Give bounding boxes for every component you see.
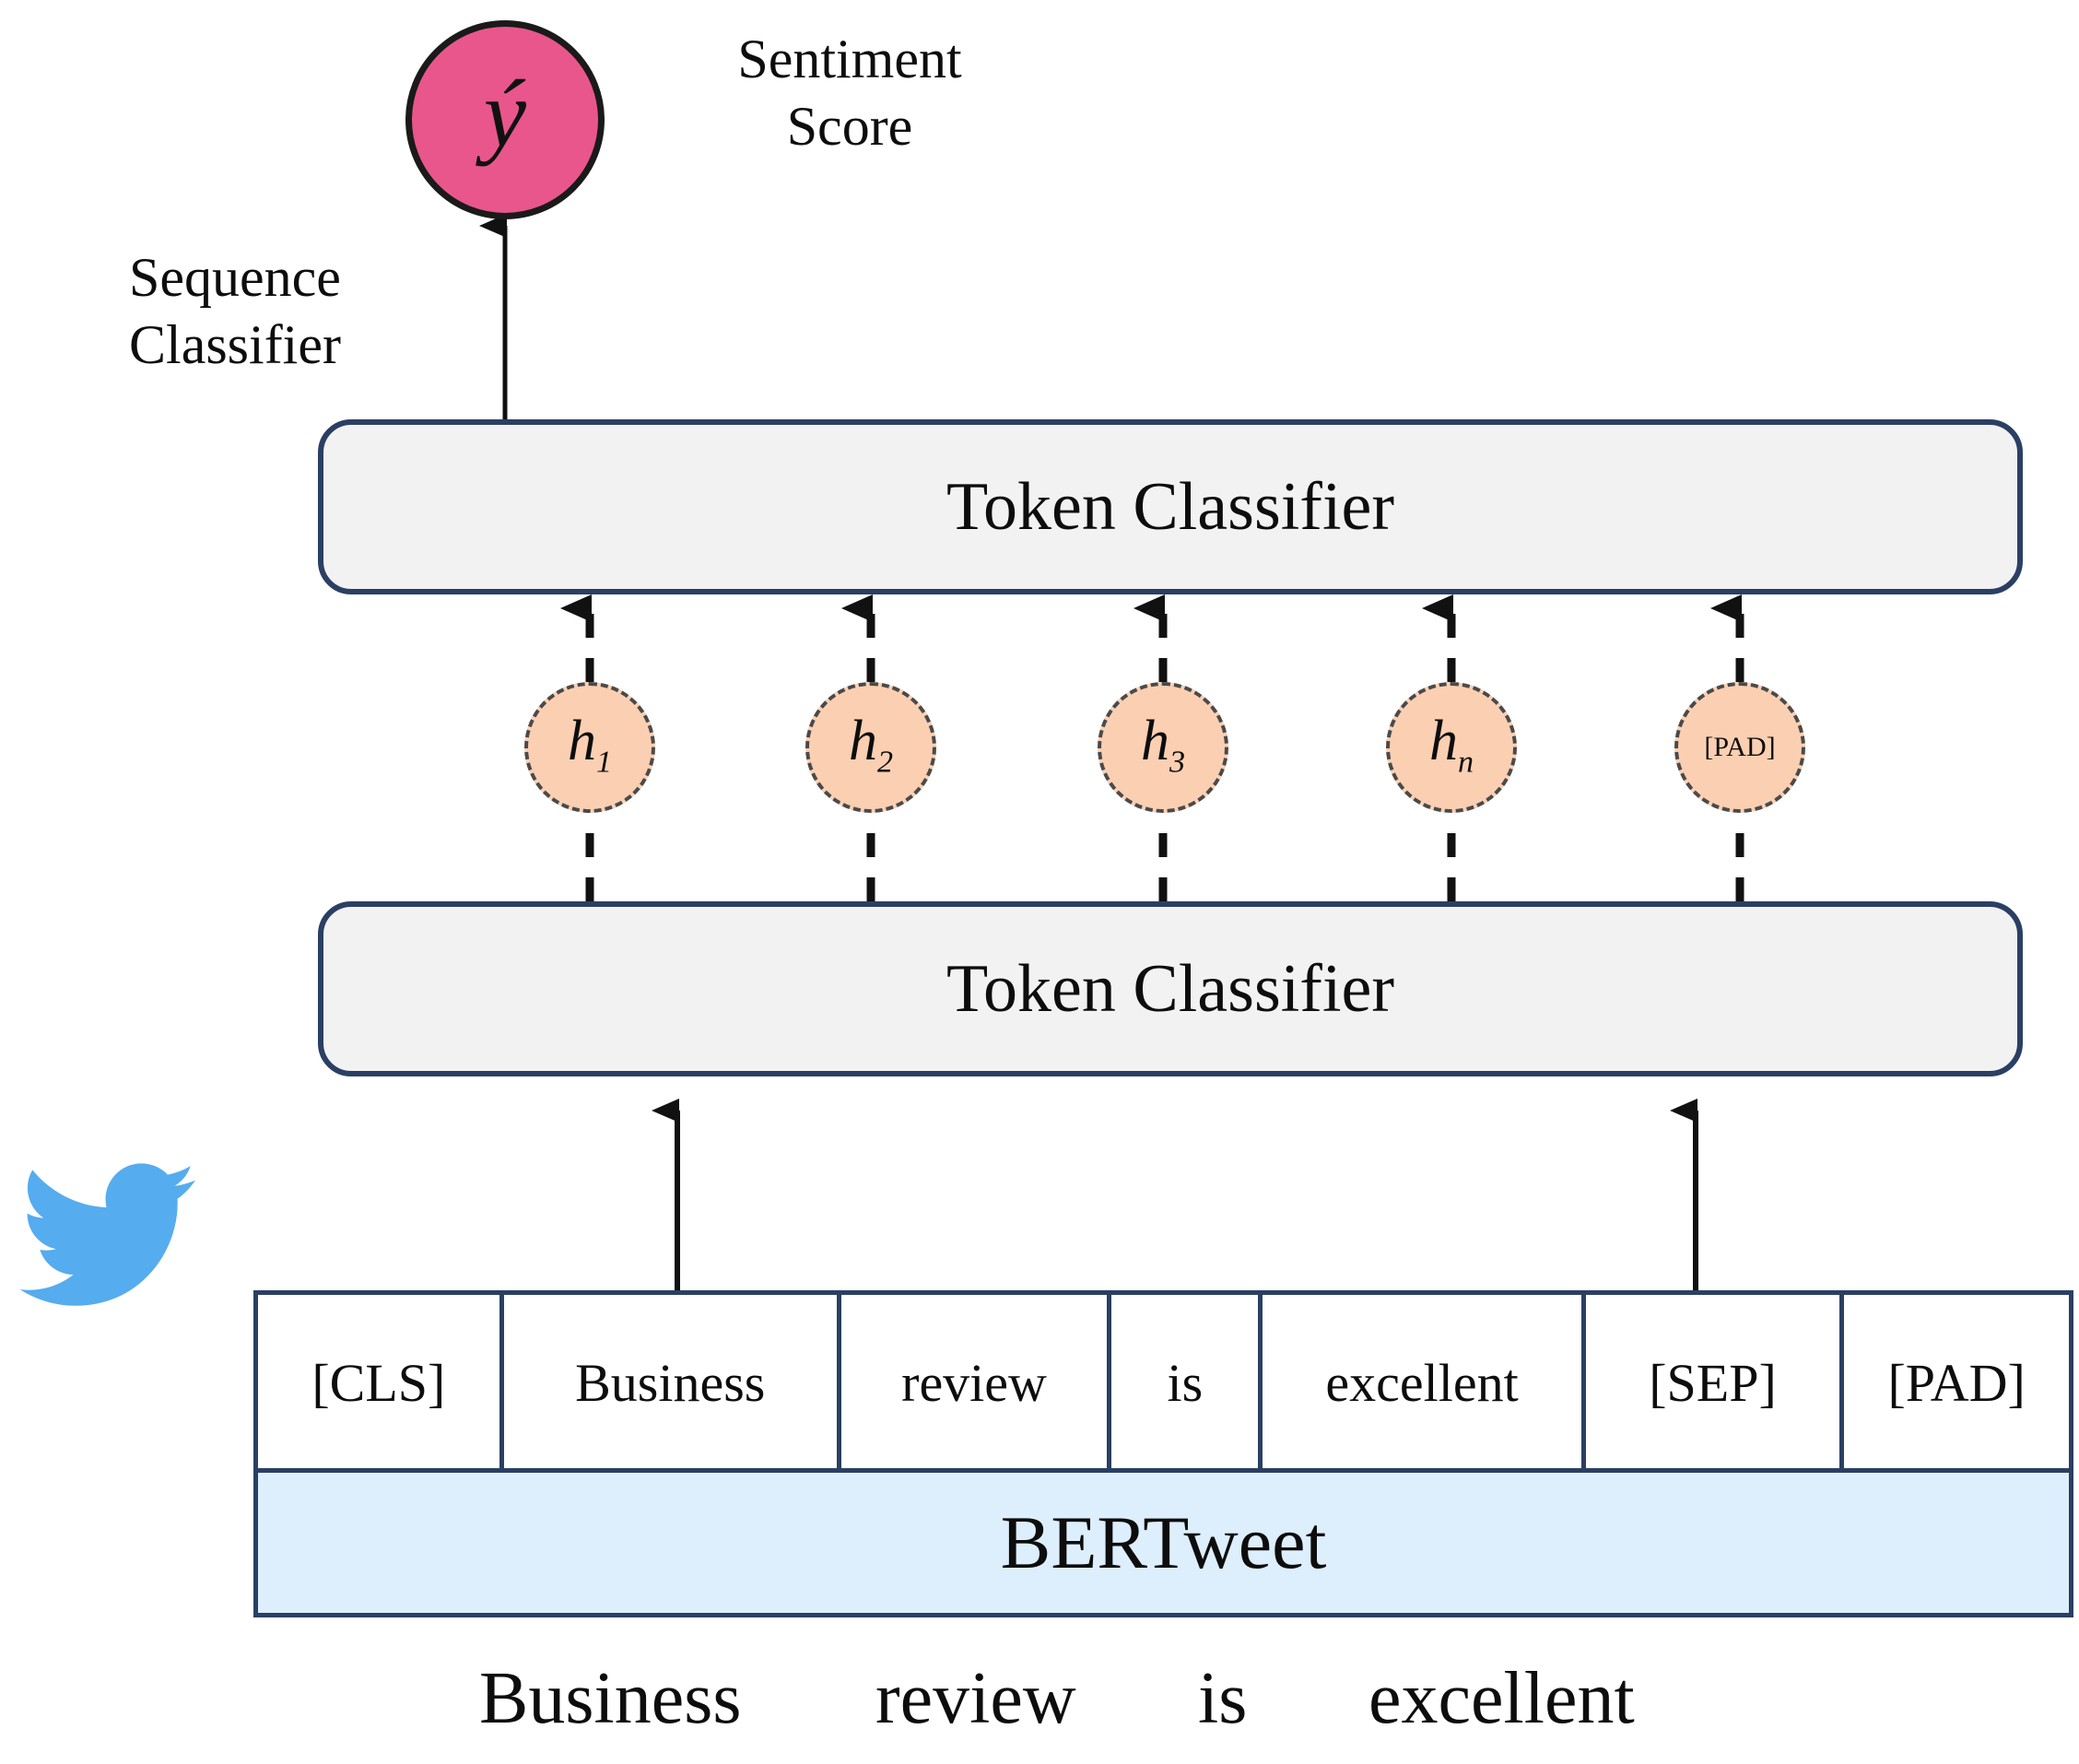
sentence-word-is: is [1198, 1658, 1248, 1739]
bertweet-encoder[interactable]: BERTweet [253, 1468, 2073, 1617]
lower-token-classifier-label: Token Classifier [946, 950, 1394, 1027]
hidden-state-pad-label: [PAD] [1704, 732, 1776, 762]
sentence-word-excellent: excellent [1368, 1658, 1635, 1739]
token-cell-pad[interactable]: [PAD] [1844, 1295, 2069, 1470]
hidden-state-h1[interactable]: h1 [524, 682, 655, 813]
token-cell-sep[interactable]: [SEP] [1585, 1295, 1845, 1470]
upper-token-classifier[interactable]: Token Classifier [318, 419, 2023, 594]
hidden-state-h3-label: h3 [1140, 710, 1186, 780]
hidden-state-h3[interactable]: h3 [1098, 682, 1228, 813]
token-cell-cls[interactable]: [CLS] [258, 1295, 504, 1470]
token-label: review [901, 1352, 1047, 1413]
hidden-state-hn[interactable]: hn [1386, 682, 1517, 813]
token-label: Business [575, 1352, 766, 1413]
token-label: [PAD] [1887, 1352, 2026, 1413]
input-sentence: Business review is excellent [479, 1657, 1635, 1741]
token-cell-excellent[interactable]: excellent [1263, 1295, 1586, 1470]
token-label: is [1167, 1352, 1204, 1413]
token-strip: [CLS] Business review is excellent [SEP]… [253, 1290, 2073, 1470]
token-cell-business[interactable]: Business [503, 1295, 841, 1470]
sequence-classifier-caption: Sequence Classifier [129, 247, 341, 376]
sentiment-score-caption: Sentiment Score [737, 29, 962, 158]
twitter-bird-icon [19, 1163, 196, 1311]
sentence-word-review: review [875, 1658, 1076, 1739]
upper-token-classifier-label: Token Classifier [946, 468, 1394, 545]
hidden-state-h1-label: h1 [567, 710, 613, 780]
lower-token-classifier[interactable]: Token Classifier [318, 901, 2023, 1076]
sentiment-score-label: ý [483, 61, 527, 167]
bertweet-label: BERTweet [1000, 1500, 1327, 1584]
token-cell-is[interactable]: is [1111, 1295, 1263, 1470]
sentence-word-business: Business [479, 1658, 742, 1739]
hidden-state-hn-label: hn [1428, 710, 1474, 780]
hidden-state-pad[interactable]: [PAD] [1674, 682, 1805, 813]
token-label: excellent [1325, 1352, 1519, 1413]
token-cell-review[interactable]: review [840, 1295, 1112, 1470]
sentiment-score-node[interactable]: ý [405, 20, 605, 219]
hidden-state-h2-label: h2 [848, 710, 894, 780]
token-label: [CLS] [311, 1352, 446, 1413]
hidden-state-h2[interactable]: h2 [805, 682, 936, 813]
token-label: [SEP] [1649, 1352, 1777, 1413]
